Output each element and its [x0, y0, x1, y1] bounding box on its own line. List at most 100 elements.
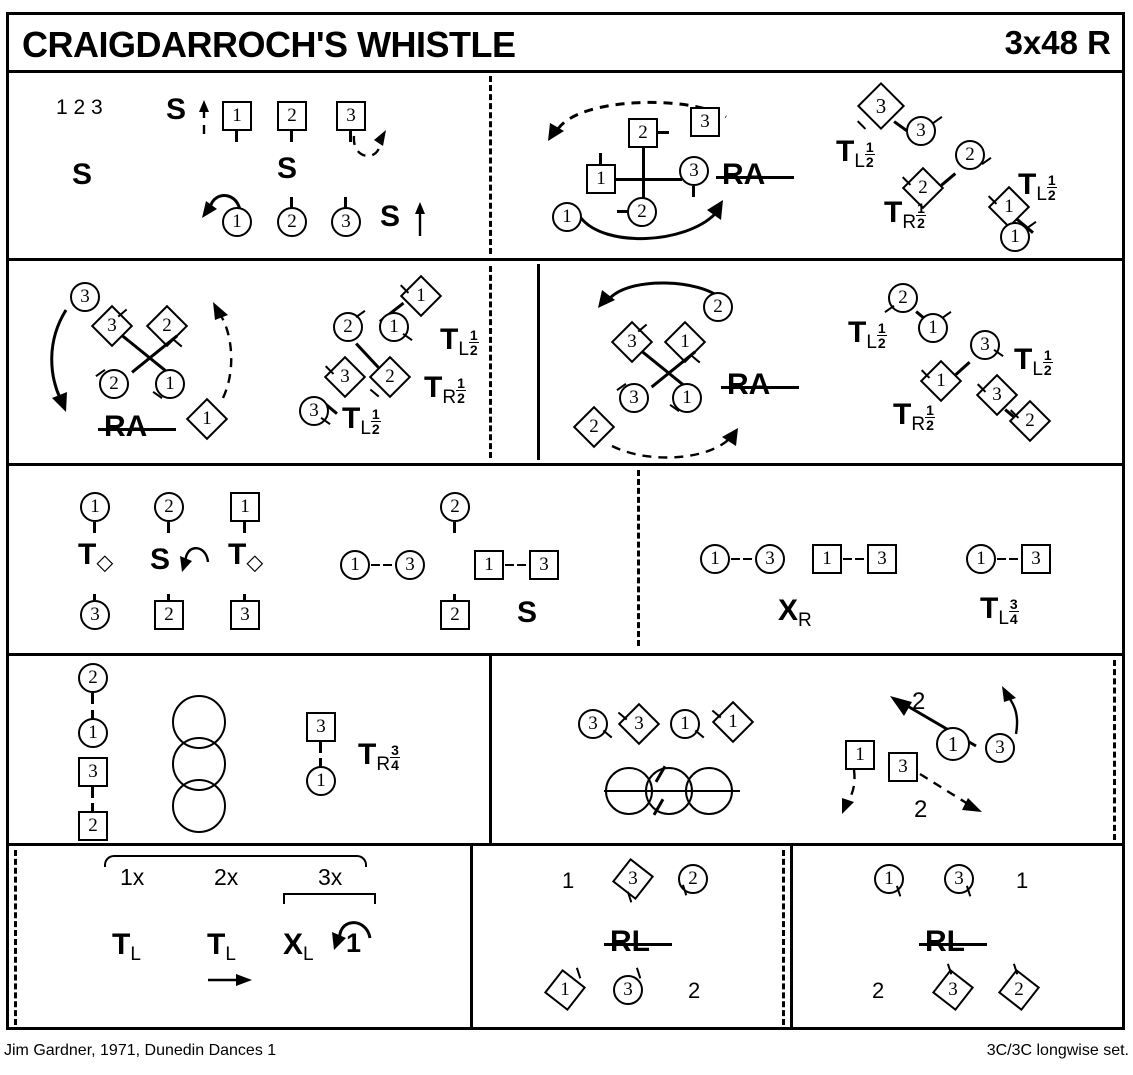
dashed-sweep-bottom-r2c3 — [611, 428, 738, 459]
dancer-circle-2-r2c4: 2 — [888, 283, 918, 313]
dashed-arrow-down-r4c3 — [842, 769, 856, 814]
dancer-circle-3-r1c1: 3 — [331, 207, 361, 237]
dancer-square-1-r3c2: 1 — [474, 550, 504, 580]
move-set-r1c: S — [277, 152, 298, 185]
link-dash-b-r3c2 — [383, 564, 392, 567]
sweep-down-r2c1 — [50, 309, 68, 412]
link-dash-c-r3c2 — [505, 564, 514, 567]
dancer-circle-1-r3c3: 1 — [700, 544, 730, 574]
link-dash-a-r3c4 — [997, 558, 1006, 561]
dancer-square-3-r3c3: 3 — [867, 544, 897, 574]
spin-count-label-r5c1: 1 — [346, 928, 362, 958]
dancer-circle-1-r4c3: 1 — [936, 727, 970, 761]
row2-dashed-divider-a — [489, 266, 492, 458]
row4-dashed-right — [1113, 660, 1116, 840]
repeat-count-2x: 2x — [214, 864, 239, 890]
move-turn-r3c1-b: T◇ — [228, 538, 264, 575]
move-set-r3c2: S — [517, 596, 538, 629]
dashed-up-arrow-r2c1 — [213, 302, 233, 399]
dancer-circle-3-r3c2: 3 — [395, 550, 425, 580]
tail-c2-r1c2 — [617, 210, 628, 213]
dancer-square-3b-r4c1: 3 — [306, 712, 336, 742]
move-ra-r2c1: RA — [104, 410, 148, 443]
dancer-circle-1-r1c2: 1 — [552, 202, 582, 232]
dancer-circle-1-r5c3: 1 — [874, 864, 904, 894]
tail-c2-r4c1 — [91, 693, 94, 704]
dancer-circle-1-r2c2: 2 — [333, 312, 363, 342]
dancer-circle-3-r4c2: 3 — [578, 709, 608, 739]
dancer-circle-3-r4c3: 3 — [985, 733, 1015, 763]
tail-sq1-r3c1 — [243, 522, 246, 533]
link-dash-a-r3c3 — [731, 558, 740, 561]
dancer-circle-2-r1c3: 2 — [955, 140, 985, 170]
row5-divider-b — [790, 845, 793, 1030]
dancer-circle-3-r1c3: 3 — [906, 116, 936, 146]
tail-c1t-r4c1 — [91, 710, 94, 721]
dancer-circle-2-r1c2: 2 — [627, 197, 657, 227]
plain-label-2-r5c2: 2 — [688, 978, 701, 1003]
move-rl-r5c2: RL — [610, 925, 650, 958]
sheet-border — [6, 12, 1125, 1030]
ra-strike-r2c1 — [98, 428, 176, 431]
row5-dashed-left — [14, 850, 17, 1025]
page-title: CRAIGDARROCH'S WHISTLE — [22, 24, 516, 65]
rl-strike-r5c3 — [919, 943, 987, 946]
tail-sq2-r3c1 — [167, 594, 170, 605]
tail-sq2-r3c2 — [453, 594, 456, 605]
dancer-circle-3-r1c2: 3 — [679, 156, 709, 186]
row4-divider — [489, 655, 492, 843]
dancer-circle-2-r2c2: 1 — [379, 312, 409, 342]
move-set-r3c1: S — [150, 543, 171, 576]
cross-horizontal-r1c2 — [616, 177, 682, 181]
dancer-square-1-r1c2: 1 — [586, 164, 616, 194]
tail-c3-r3c1 — [93, 594, 96, 605]
dancer-circle-1-r4c2: 1 — [670, 709, 700, 739]
dancer-circle-3-r2c4: 3 — [970, 330, 1000, 360]
plain-label-1-r5c2: 1 — [562, 868, 575, 893]
row-divider-2 — [6, 463, 1125, 466]
tail-c2-r1c1 — [290, 197, 293, 208]
tail-sq2-r1c1 — [290, 131, 293, 142]
up-arrow-r1c1 — [415, 202, 425, 236]
move-turn-left-r5c1-a: TL — [112, 928, 141, 966]
dancer-circle-3-r5c3: 3 — [944, 864, 974, 894]
link-dash-a-r3c2 — [371, 564, 380, 567]
ra-strike-r2c3 — [721, 386, 799, 389]
dashed-sweep-top-r1c2 — [548, 100, 727, 141]
count-1-2-3: 1 2 3 — [56, 96, 103, 119]
row2-divider — [537, 264, 540, 460]
loop-arrow-r3c1 — [180, 547, 210, 572]
row-divider-1 — [6, 258, 1125, 261]
right-arrow-r5c1 — [208, 974, 252, 986]
row5-divider-a — [470, 845, 473, 1030]
dancer-circle-1-r2c3: 1 — [672, 383, 702, 413]
dancer-square-2-r3c1: 2 — [154, 600, 184, 630]
tail-c2-r3c2 — [453, 522, 456, 533]
move-rl-r5c3: RL — [925, 925, 965, 958]
row-divider-3 — [6, 653, 1125, 656]
tail-c2-r3c1 — [167, 522, 170, 533]
move-turn-r3c1-a: T◇ — [78, 538, 114, 575]
footer-set-type: 3C/3C longwise set. — [986, 1042, 1129, 1059]
tail-sq3-r4c1 — [91, 787, 94, 798]
row-divider-header — [6, 70, 1125, 73]
repeat-count-3x: 3x — [318, 864, 343, 890]
tail-sq1-r1c1 — [235, 131, 238, 142]
loop-arrow-dashed-r1c1 — [352, 130, 386, 158]
move-set-r1d: S — [380, 200, 401, 233]
dancer-circle-1-r3c1: 1 — [80, 492, 110, 522]
dancer-square-3-r3c4: 3 — [1021, 544, 1051, 574]
link-dash-b-r3c3 — [743, 558, 752, 561]
move-cross-left-r5c1: XL — [283, 928, 314, 966]
link-dash-c-r3c3 — [843, 558, 852, 561]
dancer-square-3-r3c2: 3 — [529, 550, 559, 580]
